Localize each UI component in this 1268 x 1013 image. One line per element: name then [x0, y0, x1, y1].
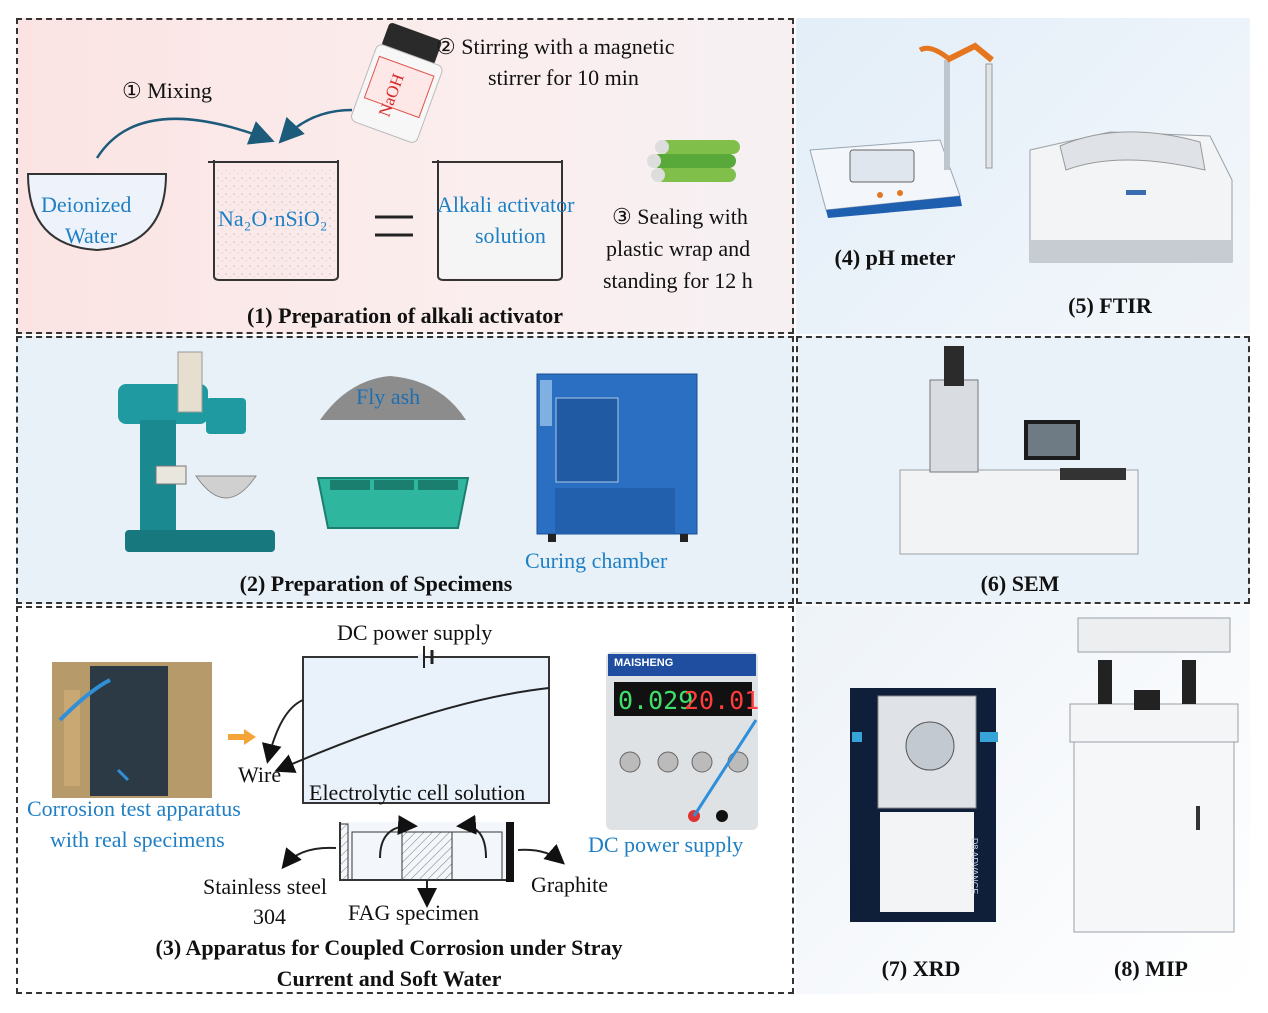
activator-beaker — [432, 160, 563, 281]
graphite-label: Graphite — [531, 872, 608, 897]
circuit-diagram — [262, 646, 550, 804]
water-label-line2: Water — [65, 223, 117, 248]
curing-chamber-label: Curing chamber — [525, 548, 668, 573]
xrd-illustration — [850, 688, 998, 922]
dc-power-photo-label: DC power supply — [588, 832, 744, 857]
fag-specimen-label: FAG specimen — [348, 900, 479, 925]
fly-ash-pile — [320, 376, 466, 420]
mixing-arrow — [95, 117, 275, 159]
caption-p4: (4) pH meter — [834, 245, 956, 270]
caption-p3-line2: Current and Soft Water — [276, 966, 502, 991]
step3-line2: plastic wrap and — [606, 236, 751, 261]
corrosion-photo — [52, 662, 212, 798]
caption-p2: (2) Preparation of Specimens — [239, 571, 513, 596]
electrolytic-cell — [281, 814, 566, 908]
caption-p8: (8) MIP — [1114, 956, 1188, 981]
ftir-illustration — [1029, 131, 1233, 263]
caption-p6: (6) SEM — [980, 571, 1060, 596]
fly-ash-label: Fly ash — [356, 384, 421, 409]
deionized-water-bowl — [26, 173, 168, 252]
caption-p3-line1: (3) Apparatus for Coupled Corrosion unde… — [155, 935, 623, 960]
equals-sign — [375, 215, 413, 237]
wire-label: Wire — [238, 762, 282, 787]
caption-p1: (1) Preparation of alkali activator — [246, 303, 564, 328]
water-label-line1: Deionized — [41, 192, 132, 217]
plastic-wrap-rolls — [647, 140, 740, 182]
step2-stirring-line2: stirrer for 10 min — [488, 65, 639, 90]
mortar-mixer — [118, 351, 275, 552]
step1-mixing: ① Mixing — [122, 78, 213, 103]
dc-brand: MAISHENG — [614, 657, 674, 669]
silicate-beaker — [208, 160, 339, 281]
step2-stirring-line1: ② Stirring with a magnetic — [436, 34, 675, 59]
activator-label-line2: solution — [475, 223, 546, 248]
corrosion-label-line2: with real specimens — [50, 827, 225, 852]
activator-label-line1: Alkali activator — [437, 192, 575, 217]
dc-power-top-label: DC power supply — [337, 620, 493, 645]
specimen-mold — [316, 477, 470, 529]
stainless-label-line2: 304 — [253, 904, 286, 929]
silicate-label: Na₂O·nSiO₂ — [218, 206, 328, 231]
naoh-bottle — [351, 22, 443, 143]
orange-arrow — [228, 729, 256, 745]
mip-illustration — [1069, 617, 1239, 933]
corrosion-label-line1: Corrosion test apparatus — [27, 796, 241, 821]
caption-p5: (5) FTIR — [1068, 293, 1152, 318]
xrd-model-label: D8 ADVANCE — [969, 837, 980, 895]
ph-meter-illustration — [809, 42, 994, 218]
electrolytic-label: Electrolytic cell solution — [309, 780, 526, 805]
step3-line3: standing for 12 h — [603, 268, 753, 293]
sem-illustration — [899, 346, 1139, 555]
caption-p7: (7) XRD — [881, 956, 961, 981]
dc-current-readout: 0.029 — [618, 686, 694, 715]
step3-line1: ③ Sealing with — [612, 204, 748, 229]
stainless-label-line1: Stainless steel — [203, 874, 328, 899]
dc-power-photo — [606, 652, 758, 830]
dc-voltage-readout: 20.01 — [684, 686, 760, 715]
naoh-arrow — [278, 108, 353, 144]
curing-chamber-illustration — [536, 373, 698, 542]
